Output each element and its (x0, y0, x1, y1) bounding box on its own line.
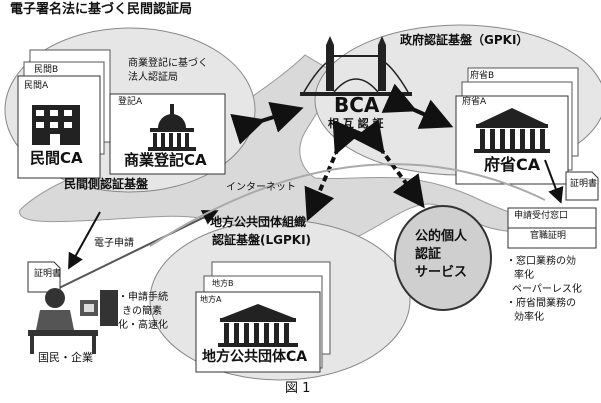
gpki-card-b-label: 府省B (470, 71, 495, 81)
public-personal-line3: サービス (415, 265, 468, 280)
lgpki-title-line1: 地方公共団体組織 (210, 215, 307, 229)
office-desk-label: 申請受付窓口 (514, 211, 569, 221)
citizen-person-icon (28, 288, 98, 354)
office-certificate-tag (565, 171, 599, 201)
dashed-arrow-lgpki (304, 119, 363, 222)
citizen-caption: 国民・企業 (38, 351, 93, 364)
certificate-arrow-office (544, 159, 564, 204)
public-personal-line2: 認証 (415, 247, 442, 262)
benefit-line4: ・府省間業務の (506, 298, 576, 309)
public-personal-line1: 公的個人 (415, 229, 468, 244)
lgpki-title-line2: 認証基盤(LGPKI) (212, 233, 312, 247)
office-cert-label: 証明書 (570, 179, 598, 189)
commercial-card (109, 93, 226, 175)
public-personal-ellipse (394, 205, 492, 311)
commercial-ca-label: 商業登記CA (124, 151, 207, 169)
citizen-bullet-line1: ・申請手続 (118, 292, 168, 303)
figure-caption: 図 1 (285, 381, 311, 396)
ministry-building-icon (474, 108, 550, 153)
benefit-line1: ・窓口業務の効 (506, 256, 576, 267)
commercial-note-line1: 商業登記に基づく (128, 58, 208, 69)
mutual-arrow-left (230, 101, 304, 145)
lgpki-ca-label: 地方公共団体CA (202, 349, 308, 365)
mutual-cert-label: 相 互 認 証 (328, 117, 384, 130)
computer-icon (80, 290, 118, 326)
private-building-icon (32, 105, 80, 145)
benefit-line2: 率化 (514, 270, 534, 281)
commercial-note-line2: 法人認証局 (128, 72, 178, 83)
lgpki-card-a-label: 地方A (200, 295, 222, 304)
benefit-line5: 効率化 (514, 312, 544, 323)
private-ca-title: 電子署名法に基づく民間認証局 (10, 2, 193, 17)
gpki-ca-label: 府省CA (484, 155, 541, 174)
dashed-arrow-public (352, 119, 425, 209)
gpki-title: 政府認証基盤（GPKI） (400, 33, 529, 47)
capitol-icon (148, 104, 196, 151)
local-government-building-icon (218, 304, 298, 347)
private-ca-label: 民間CA (30, 149, 83, 167)
commercial-card-label: 登記A (118, 97, 143, 107)
mutual-arrow-right (381, 83, 454, 129)
private-footer-label: 民間側認証基盤 (64, 177, 149, 191)
gpki-card-a-label: 府省A (462, 97, 487, 107)
lgpki-card-b-label: 地方B (212, 279, 234, 288)
bca-label: BCA (334, 93, 380, 117)
citizen-cert-label: 証明書 (34, 269, 62, 279)
private-card-b-label: 民間B (34, 65, 59, 75)
benefit-line3: ペーパーレス化 (512, 284, 582, 295)
citizen-bullet-line2: きの簡素 (122, 306, 162, 317)
internet-label: インターネット (226, 182, 296, 193)
e-application-label: 電子申請 (94, 238, 134, 249)
office-verify-label: 官職証明 (530, 231, 567, 241)
citizen-bullet-line3: 化・高速化 (118, 320, 168, 331)
certificate-arrow-citizen (68, 211, 101, 270)
private-card-a-label: 民間A (24, 81, 49, 91)
citizen-certificate-tag (27, 261, 61, 293)
e-application-arrow (54, 210, 219, 291)
internet-arc (149, 163, 546, 247)
